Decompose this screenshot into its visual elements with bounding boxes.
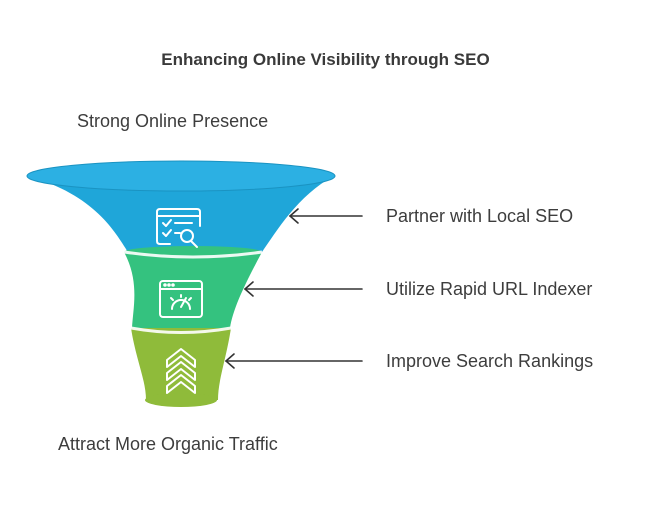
funnel-top-label: Strong Online Presence — [77, 111, 269, 131]
arrow-stage-2 — [243, 281, 363, 297]
speed-gauge-window-icon — [159, 280, 203, 318]
stage-label-search-rankings: Improve Search Rankings — [386, 351, 594, 371]
funnel-rim — [26, 160, 336, 192]
chevrons-up-icon — [166, 348, 196, 394]
funnel-stage-1 — [28, 176, 334, 252]
diagram-title: Enhancing Online Visibility through SEO — [161, 50, 490, 69]
checklist-search-icon — [156, 208, 201, 248]
funnel-stage-3 — [131, 328, 231, 400]
arrow-stage-1 — [288, 208, 363, 224]
arrow-stage-3 — [224, 353, 363, 369]
stage-label-partner-local-seo: Partner with Local SEO — [386, 206, 574, 226]
stage-3-bottom-edge — [145, 393, 217, 407]
funnel-bottom-label: Attract More Organic Traffic — [58, 434, 278, 454]
stage-label-rapid-url-indexer: Utilize Rapid URL Indexer — [386, 279, 593, 299]
